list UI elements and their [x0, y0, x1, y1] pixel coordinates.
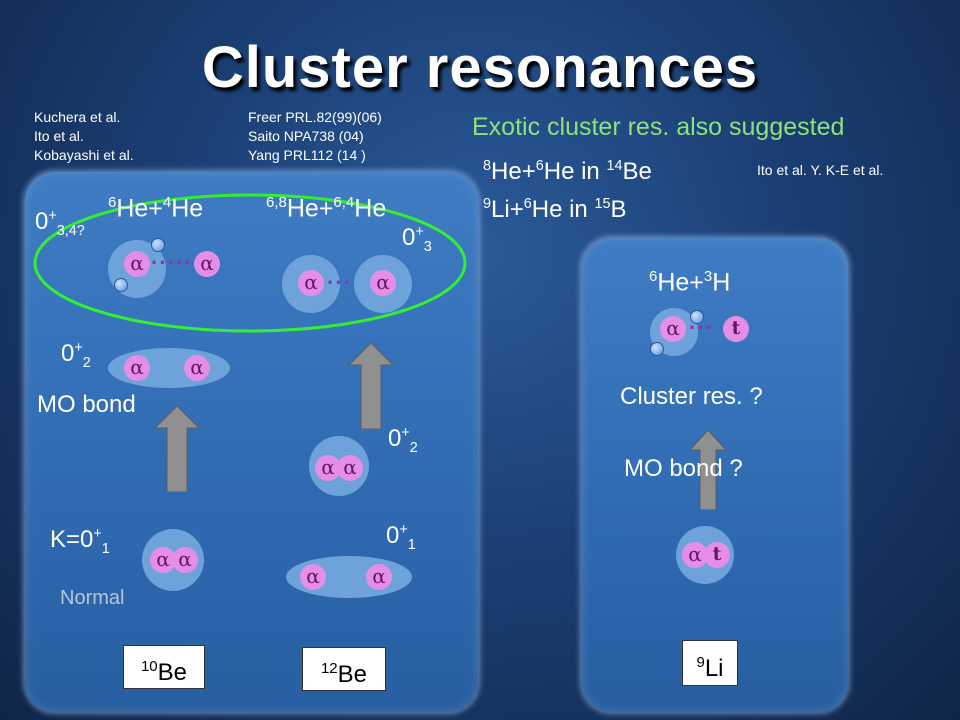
exotic-line-14be: 8He+6He in 14Be [483, 158, 652, 185]
li9-cluster-res: Cluster res. ? [620, 383, 763, 410]
be10-mo-bond: MO bond [37, 391, 136, 418]
ref-right: Ito et al. Y. K-E et al. [757, 162, 884, 178]
alpha-particle: α [660, 316, 686, 342]
be10-nucleus-label: 10Be [123, 645, 205, 689]
alpha-particle: α [150, 547, 176, 573]
alpha-particle: α [370, 270, 396, 296]
alpha-particle: α [315, 455, 341, 481]
alpha-particle: α [337, 455, 363, 481]
be12-state-01: 0+1 [386, 522, 416, 553]
up-arrow-icon [347, 343, 395, 429]
be10-ground-state: K=0+1 [50, 526, 110, 557]
bond-dots: ··· [689, 315, 714, 340]
ref-yang: Yang PRL112 (14 ) [248, 147, 366, 163]
neutron-icon [114, 278, 128, 292]
li9-nucleus-label: 9Li [682, 640, 738, 686]
be12-state-02: 0+2 [388, 425, 418, 456]
ref-kuchera: Kuchera et al. [34, 109, 121, 125]
ref-saito: Saito NPA738 (04) [248, 128, 364, 144]
ref-kobayashi: Kobayashi et al. [34, 147, 134, 163]
highlight-ellipse [33, 193, 467, 333]
alpha-particle: α [194, 251, 220, 277]
up-arrow-icon [153, 406, 201, 492]
neutron-icon [650, 342, 664, 356]
be12-cluster-label: 6,8He+6,4He [266, 194, 387, 223]
triton-particle: t [723, 316, 749, 342]
alpha-particle: α [298, 270, 324, 296]
alpha-particle: α [366, 564, 392, 590]
alpha-particle: α [124, 251, 150, 277]
neutron-icon [151, 238, 165, 252]
ref-freer: Freer PRL.82(99)(06) [248, 109, 382, 125]
neutron-icon [690, 310, 704, 324]
bond-dots: ··· [327, 270, 352, 295]
be10-state-03: 0+3,4? [35, 208, 85, 239]
refs-left: Kuchera et al. Ito et al. Kobayashi et a… [34, 108, 134, 165]
page-title: Cluster resonances [201, 35, 759, 100]
up-arrow-icon [689, 430, 727, 510]
bond-dots: ····· [151, 250, 193, 275]
exotic-heading: Exotic cluster res. also suggested [472, 113, 845, 141]
be12-state-03: 0+3 [402, 224, 432, 255]
li9-cluster-label: 6He+3H [649, 268, 731, 297]
alpha-particle: α [682, 542, 708, 568]
alpha-particle: α [300, 564, 326, 590]
alpha-particle: α [184, 355, 210, 381]
be12-nucleus-label: 12Be [302, 647, 386, 691]
be10-cluster-label: 6He+4He [108, 194, 204, 223]
exotic-line-15b: 9Li+6He in 15B [483, 196, 627, 223]
normal-label: Normal [60, 587, 125, 609]
ref-ito: Ito et al. [34, 128, 84, 144]
alpha-particle: α [124, 355, 150, 381]
triton-particle: t [704, 542, 730, 568]
be10-state-02: 0+2 [61, 340, 91, 371]
refs-mid: Freer PRL.82(99)(06) Saito NPA738 (04) Y… [248, 108, 382, 165]
alpha-particle: α [172, 547, 198, 573]
li9-mo-bond: MO bond ? [624, 455, 743, 482]
